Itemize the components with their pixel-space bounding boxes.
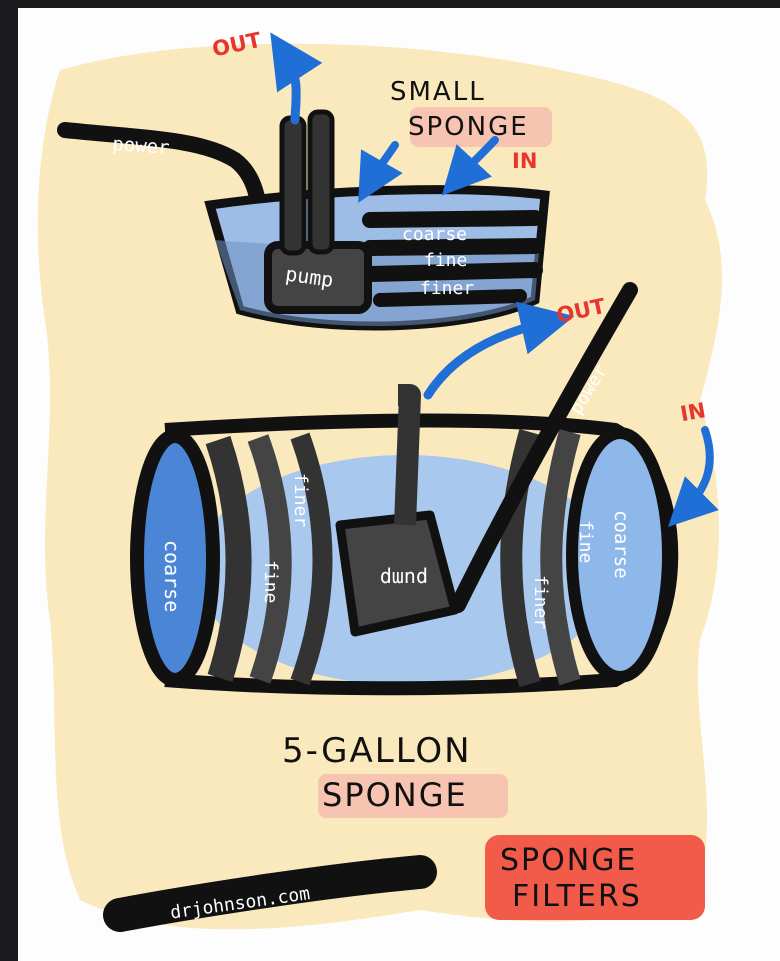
small-layer-band-1 bbox=[370, 218, 535, 220]
sponge-filter-diagram: power pump coarse fine finer OUT SMALL S… bbox=[18, 8, 780, 961]
large-title-line2: SPONGE bbox=[322, 776, 468, 814]
illustration-canvas: power pump coarse fine finer OUT SMALL S… bbox=[18, 8, 780, 961]
large-layer-label: coarse bbox=[160, 540, 184, 612]
large-layer-label: finer bbox=[290, 473, 311, 527]
small-tube-left bbox=[282, 118, 304, 253]
small-title-line1: SMALL bbox=[390, 77, 486, 107]
small-power-label: power bbox=[112, 133, 171, 159]
large-layer-label: coarse bbox=[610, 510, 632, 579]
small-in-label: IN bbox=[512, 149, 537, 173]
large-pump-label: pump bbox=[380, 567, 428, 591]
small-layer-label: coarse bbox=[402, 224, 467, 245]
heading-line2: FILTERS bbox=[512, 879, 642, 914]
small-layer-label: fine bbox=[424, 250, 467, 271]
small-tube-right bbox=[310, 112, 332, 252]
small-layer-label: finer bbox=[420, 278, 474, 299]
large-layer-label: finer bbox=[530, 575, 551, 629]
small-layer-band-2 bbox=[370, 246, 535, 248]
large-layer-label: fine bbox=[575, 520, 596, 563]
large-in-label: IN bbox=[678, 398, 707, 426]
small-title-line2: SPONGE bbox=[408, 112, 529, 142]
heading-line1: SPONGE bbox=[500, 843, 637, 878]
large-layer-label: fine bbox=[260, 560, 281, 603]
large-title-line1: 5-GALLON bbox=[282, 731, 472, 771]
large-pump-tube bbox=[398, 395, 410, 525]
